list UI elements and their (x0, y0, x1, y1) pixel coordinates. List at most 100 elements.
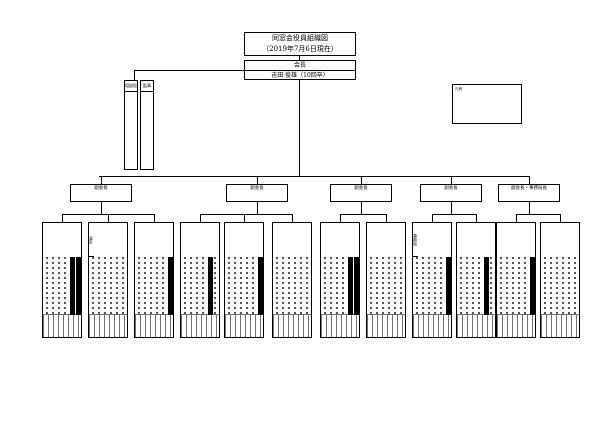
member-name (300, 257, 302, 315)
committee-box (134, 222, 174, 338)
member-name (330, 257, 332, 315)
member-name (422, 257, 424, 315)
connector (134, 70, 135, 80)
connector (244, 214, 245, 222)
committee-box (320, 222, 360, 338)
committee-graduation-years (497, 314, 535, 337)
member-name (484, 257, 489, 315)
member-name (524, 257, 526, 315)
member-name (562, 257, 564, 315)
committee-members (43, 257, 81, 315)
member-name (246, 257, 248, 315)
member-name (104, 257, 106, 315)
committee-graduation-years (367, 314, 405, 337)
connector (560, 214, 561, 222)
member-name (150, 257, 152, 315)
committee-box (540, 222, 580, 338)
member-name (382, 257, 384, 315)
connector (476, 214, 477, 222)
committee-members (541, 257, 579, 315)
member-name (116, 257, 118, 315)
committee-members (225, 257, 263, 315)
member-name (342, 257, 344, 315)
member-name (70, 257, 75, 315)
committee-box (366, 222, 406, 338)
member-name (324, 257, 326, 315)
president-name: 吉田 俊雄（10回卒） (271, 72, 329, 79)
member-name (400, 257, 402, 315)
member-name (518, 257, 520, 315)
member-name (506, 257, 508, 315)
committee-members (497, 257, 535, 315)
president-role: 会長 (245, 61, 355, 71)
member-name (46, 257, 48, 315)
committee-members (367, 257, 405, 315)
committee-graduation-years (273, 314, 311, 337)
connector (200, 214, 201, 222)
member-name (376, 257, 378, 315)
connector (432, 214, 433, 222)
advisor-column-2: 監事 (140, 80, 154, 170)
committee-members (321, 257, 359, 315)
committee-box (272, 222, 312, 338)
vice-president-box: 副会長 (330, 184, 392, 202)
member-name (76, 257, 81, 315)
connector (200, 214, 293, 215)
member-name (574, 257, 576, 315)
committee-box (496, 222, 536, 338)
member-name (388, 257, 390, 315)
member-name (196, 257, 198, 315)
committee-box (224, 222, 264, 338)
vice-president-box: 副会長・事務局長 (498, 184, 560, 202)
member-name (550, 257, 552, 315)
connector (108, 214, 109, 222)
committee-graduation-years (181, 314, 219, 337)
member-name (288, 257, 290, 315)
president-box: 会長 吉田 俊雄（10回卒） (244, 60, 356, 80)
committee-graduation-years (89, 314, 127, 337)
member-name (472, 257, 474, 315)
committee-members (135, 257, 173, 315)
connector (516, 214, 517, 222)
connector (299, 56, 300, 60)
committee-graduation-years (457, 314, 495, 337)
connector (529, 176, 530, 184)
member-name (258, 257, 263, 315)
connector (101, 202, 102, 214)
connector (432, 214, 477, 215)
connector (451, 202, 452, 214)
connector (134, 70, 244, 71)
connector (516, 214, 561, 215)
member-name (52, 257, 54, 315)
member-name (282, 257, 284, 315)
committee-graduation-years (321, 314, 359, 337)
committee-members (273, 257, 311, 315)
committee-box (456, 222, 496, 338)
member-name (64, 257, 66, 315)
member-name (168, 257, 173, 315)
committee-graduation-years (135, 314, 173, 337)
advisor-column-1: 相談役 (124, 80, 138, 170)
member-name (478, 257, 480, 315)
member-name (466, 257, 468, 315)
connector (154, 214, 155, 222)
member-name (156, 257, 158, 315)
connector (361, 176, 362, 184)
member-name (416, 257, 418, 315)
member-name (190, 257, 192, 315)
member-name (92, 257, 94, 315)
connector (386, 214, 387, 222)
member-name (214, 257, 216, 315)
member-name (446, 257, 451, 315)
connector (257, 176, 258, 184)
member-name (434, 257, 436, 315)
connector (340, 214, 387, 215)
connector (62, 214, 63, 222)
member-name (490, 257, 492, 315)
vice-president-box: 副会長 (70, 184, 132, 202)
advisor-label: 監事 (141, 81, 153, 92)
committee-members (89, 257, 127, 315)
member-name (234, 257, 236, 315)
committee-graduation-years (225, 314, 263, 337)
committee-graduation-years (43, 314, 81, 337)
